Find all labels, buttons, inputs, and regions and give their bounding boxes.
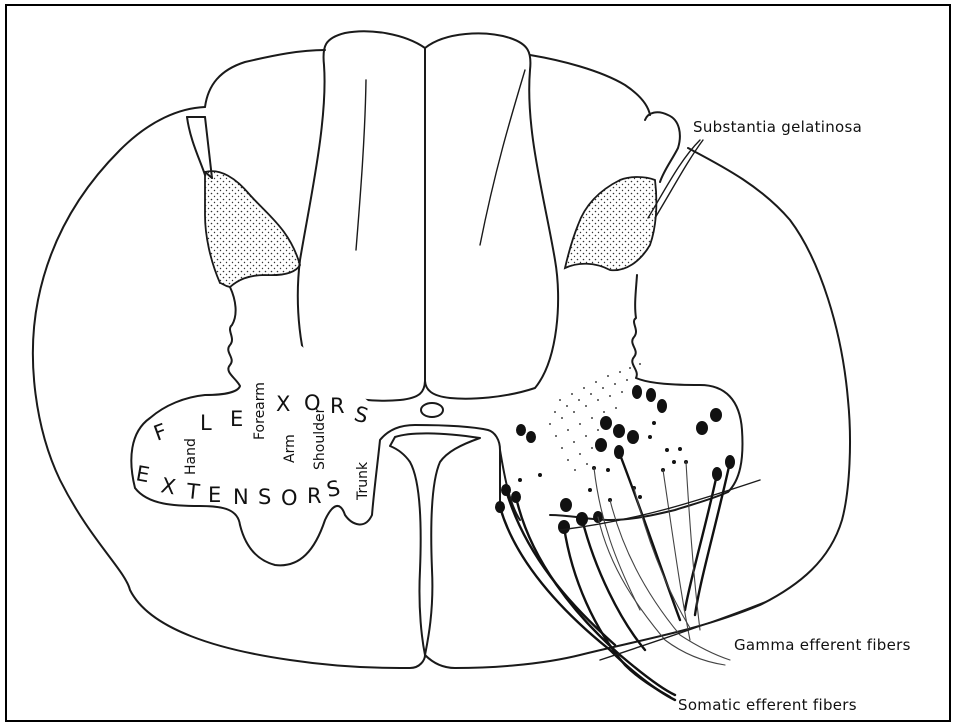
flexors-letter: E: [230, 407, 243, 431]
image-frame: [6, 5, 950, 721]
segment-trunk-label: Trunk: [355, 461, 371, 501]
segment-arm-label: Arm: [282, 434, 298, 463]
extensors-letter: N: [233, 485, 249, 509]
extensors-letter: E: [208, 483, 221, 507]
flexors-letter: L: [200, 411, 212, 435]
dorsal-column-left: [298, 31, 425, 400]
somatic-efferent-label: Somatic efferent fibers: [678, 696, 857, 714]
flexors-letter: X: [276, 392, 290, 416]
spinal-cord-outline: [33, 107, 850, 668]
segment-hand-label: Hand: [183, 438, 199, 475]
dorsal-column-right: [425, 33, 558, 398]
spinal-cord-top-right: [530, 55, 650, 115]
dorsal-septum-line: [356, 80, 366, 250]
motor-neuron-cells: [495, 385, 735, 534]
segment-forearm-label: Forearm: [252, 382, 268, 440]
ventral-white-matter-line: [560, 480, 760, 530]
gamma-efferent-label: Gamma efferent fibers: [734, 636, 911, 654]
extensors-letter: S: [258, 485, 271, 509]
substantia-gelatinosa-label: Substantia gelatinosa: [693, 118, 862, 136]
central-canal: [421, 403, 443, 417]
spinal-cord-top-left: [205, 50, 325, 107]
extensors-letter: R: [307, 484, 322, 508]
ventral-horn-right: [550, 275, 742, 520]
ventral-horn-stipple: [549, 363, 641, 471]
dorsal-septum-line-2: [480, 70, 525, 245]
gamma-efferent-fibers: [594, 462, 730, 665]
extensors-letter: O: [281, 486, 298, 510]
extensors-letter: T: [184, 479, 200, 504]
substantia-gelatinosa-right: [565, 177, 656, 270]
dorsal-horn-right-tip: [645, 112, 680, 182]
dorsal-horn-left-tip: [187, 117, 212, 178]
gamma-neuron-cells: [518, 421, 688, 502]
substantia-gelatinosa-left: [205, 171, 300, 287]
segment-shoulder-label: Shoulder: [312, 407, 328, 470]
flexors-letter: R: [330, 394, 345, 418]
